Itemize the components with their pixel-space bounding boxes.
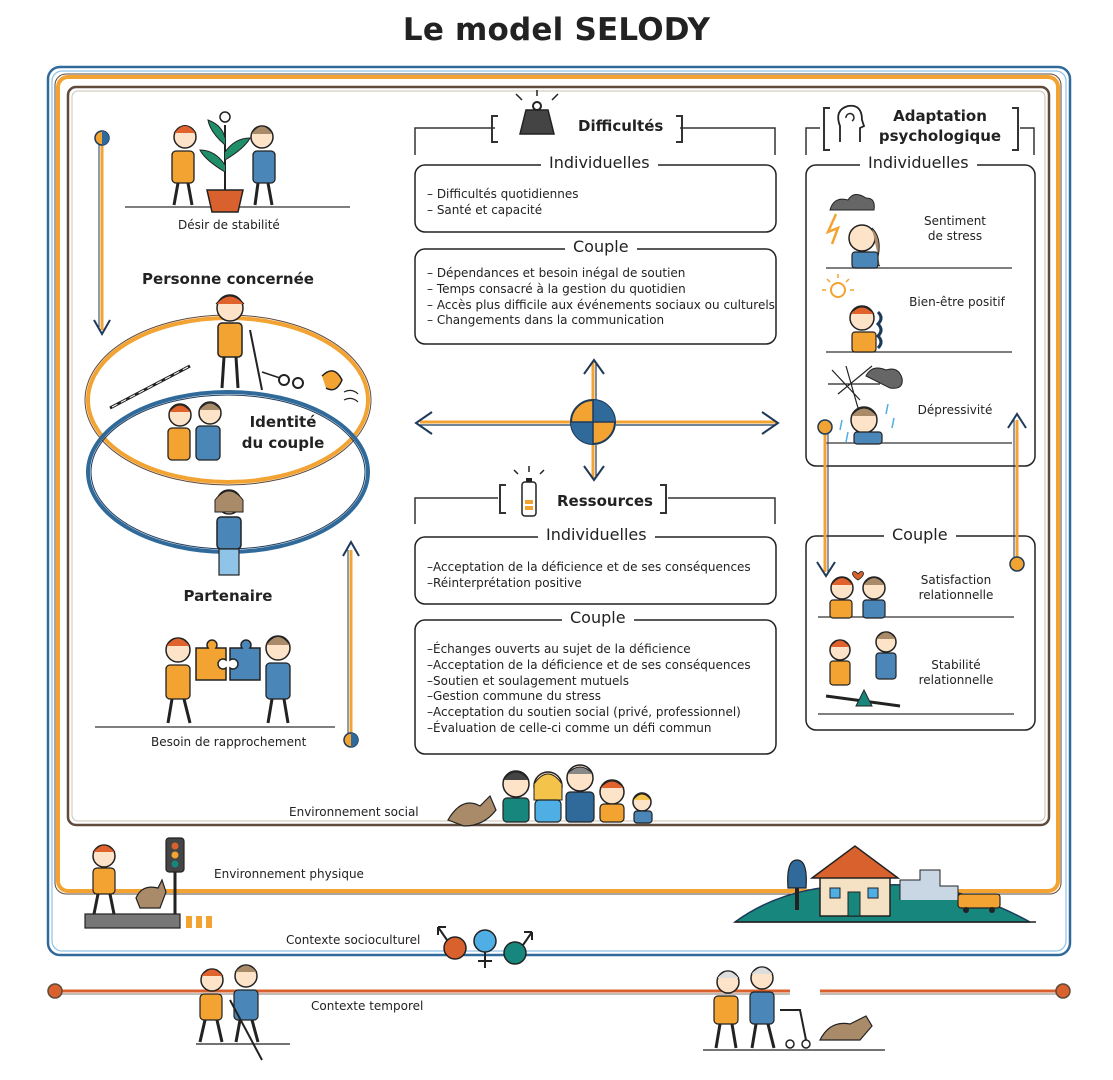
list-item: –Acceptation du soutien social (privé, p…	[427, 705, 741, 720]
social-environment-label: Environnement social	[289, 805, 419, 819]
list-item: –Acceptation de la déficience et de ses …	[427, 657, 751, 672]
difficulties-couple-label: Couple	[565, 237, 637, 256]
list-item: –Échanges ouverts au sujet de la déficie…	[427, 642, 691, 656]
plant-scene	[171, 111, 276, 213]
difficulties-couple-list: – Dépendances et besoin inégal de soutie…	[427, 266, 775, 329]
adaptation-couple-label: Couple	[884, 525, 956, 544]
list-item: –Acceptation de la déficience et de ses …	[427, 560, 751, 574]
adaptation-bracket	[805, 127, 1035, 155]
resources-individual-list: –Acceptation de la déficience et de ses …	[427, 560, 751, 592]
couple-hug-figure	[167, 401, 222, 461]
resources-header: Ressources	[551, 492, 659, 510]
list-item: –Soutien et soulagement mutuels	[427, 673, 629, 688]
traffic-light-walker	[84, 837, 212, 929]
adaptation-feedback-arrows	[816, 412, 1027, 578]
stability-figure	[825, 631, 901, 708]
difficulties-bracket	[414, 127, 776, 155]
adaptation-couple-box	[805, 535, 1036, 731]
partner-label: Partenaire	[183, 587, 273, 605]
sociocultural-frame	[46, 65, 1072, 957]
list-item: – Changements dans la communication	[427, 313, 665, 328]
list-item: –Gestion commune du stress	[427, 689, 602, 704]
resources-bracket	[414, 497, 776, 524]
social-group-illustration	[447, 764, 653, 827]
stability-label: Stabilité relationnelle	[918, 658, 994, 687]
need-arrow	[342, 539, 360, 748]
list-item: – Difficultés quotidiennes	[427, 187, 579, 201]
sociocultural-context-label: Contexte socioculturel	[283, 933, 424, 947]
couple-identity-label: Identité du couple	[241, 413, 325, 452]
stress-label: Sentiment de stress	[923, 214, 987, 243]
resources-couple-list: –Échanges ouverts au sujet de la déficie…	[427, 642, 751, 737]
list-item: –Réinterprétation positive	[427, 575, 582, 590]
stress-figure	[825, 194, 881, 269]
adaptation-header: Adaptation psychologique	[878, 107, 1002, 145]
head-profile-icon	[837, 104, 866, 142]
temporal-context-line	[47, 983, 1071, 999]
depression-figure	[828, 365, 903, 445]
partner-figure	[214, 489, 244, 576]
battery-icon	[513, 466, 545, 517]
adaptation-individual-label: Individuelles	[860, 153, 977, 172]
physical-environment-frame	[54, 73, 1062, 895]
central-cross-arrows	[414, 358, 780, 482]
house-landscape	[732, 845, 1036, 923]
person-figure	[109, 294, 359, 410]
desire-arrow	[93, 130, 111, 337]
temporal-context-label: Contexte temporel	[311, 999, 424, 1013]
physical-environment-label: Environnement physique	[211, 867, 367, 881]
weight-icon	[515, 90, 559, 135]
depression-label: Dépressivité	[917, 403, 993, 417]
gender-symbols	[437, 926, 533, 968]
satisfaction-figure	[829, 571, 886, 619]
satisfaction-label: Satisfaction relationnelle	[918, 573, 994, 602]
list-item: – Santé et capacité	[427, 202, 543, 217]
elderly-couple-walking	[703, 966, 885, 1051]
list-item: –Évaluation de celle-ci comme un défi co…	[427, 720, 712, 735]
desire-caption: Désir de stabilité	[178, 218, 280, 232]
list-item: – Accès plus difficile aux événements so…	[427, 297, 775, 312]
resources-couple-label: Couple	[562, 608, 634, 627]
difficulties-individual-list: – Difficultés quotidiennes – Santé et ca…	[427, 187, 578, 219]
list-item: – Temps consacré à la gestion du quotidi…	[427, 281, 686, 296]
young-couple-walking	[196, 964, 290, 1061]
page-title: Le model SELODY	[402, 12, 711, 48]
wellbeing-label: Bien-être positif	[909, 295, 1005, 309]
resources-individual-label: Individuelles	[538, 525, 655, 544]
list-item: – Dépendances et besoin inégal de soutie…	[427, 266, 686, 280]
wellbeing-figure	[822, 274, 883, 353]
difficulties-header: Difficultés	[572, 117, 670, 135]
puzzle-scene	[165, 635, 291, 724]
need-caption: Besoin de rapprochement	[151, 735, 307, 749]
difficulties-individual-label: Individuelles	[541, 153, 658, 172]
person-label: Personne concernée	[142, 270, 314, 288]
